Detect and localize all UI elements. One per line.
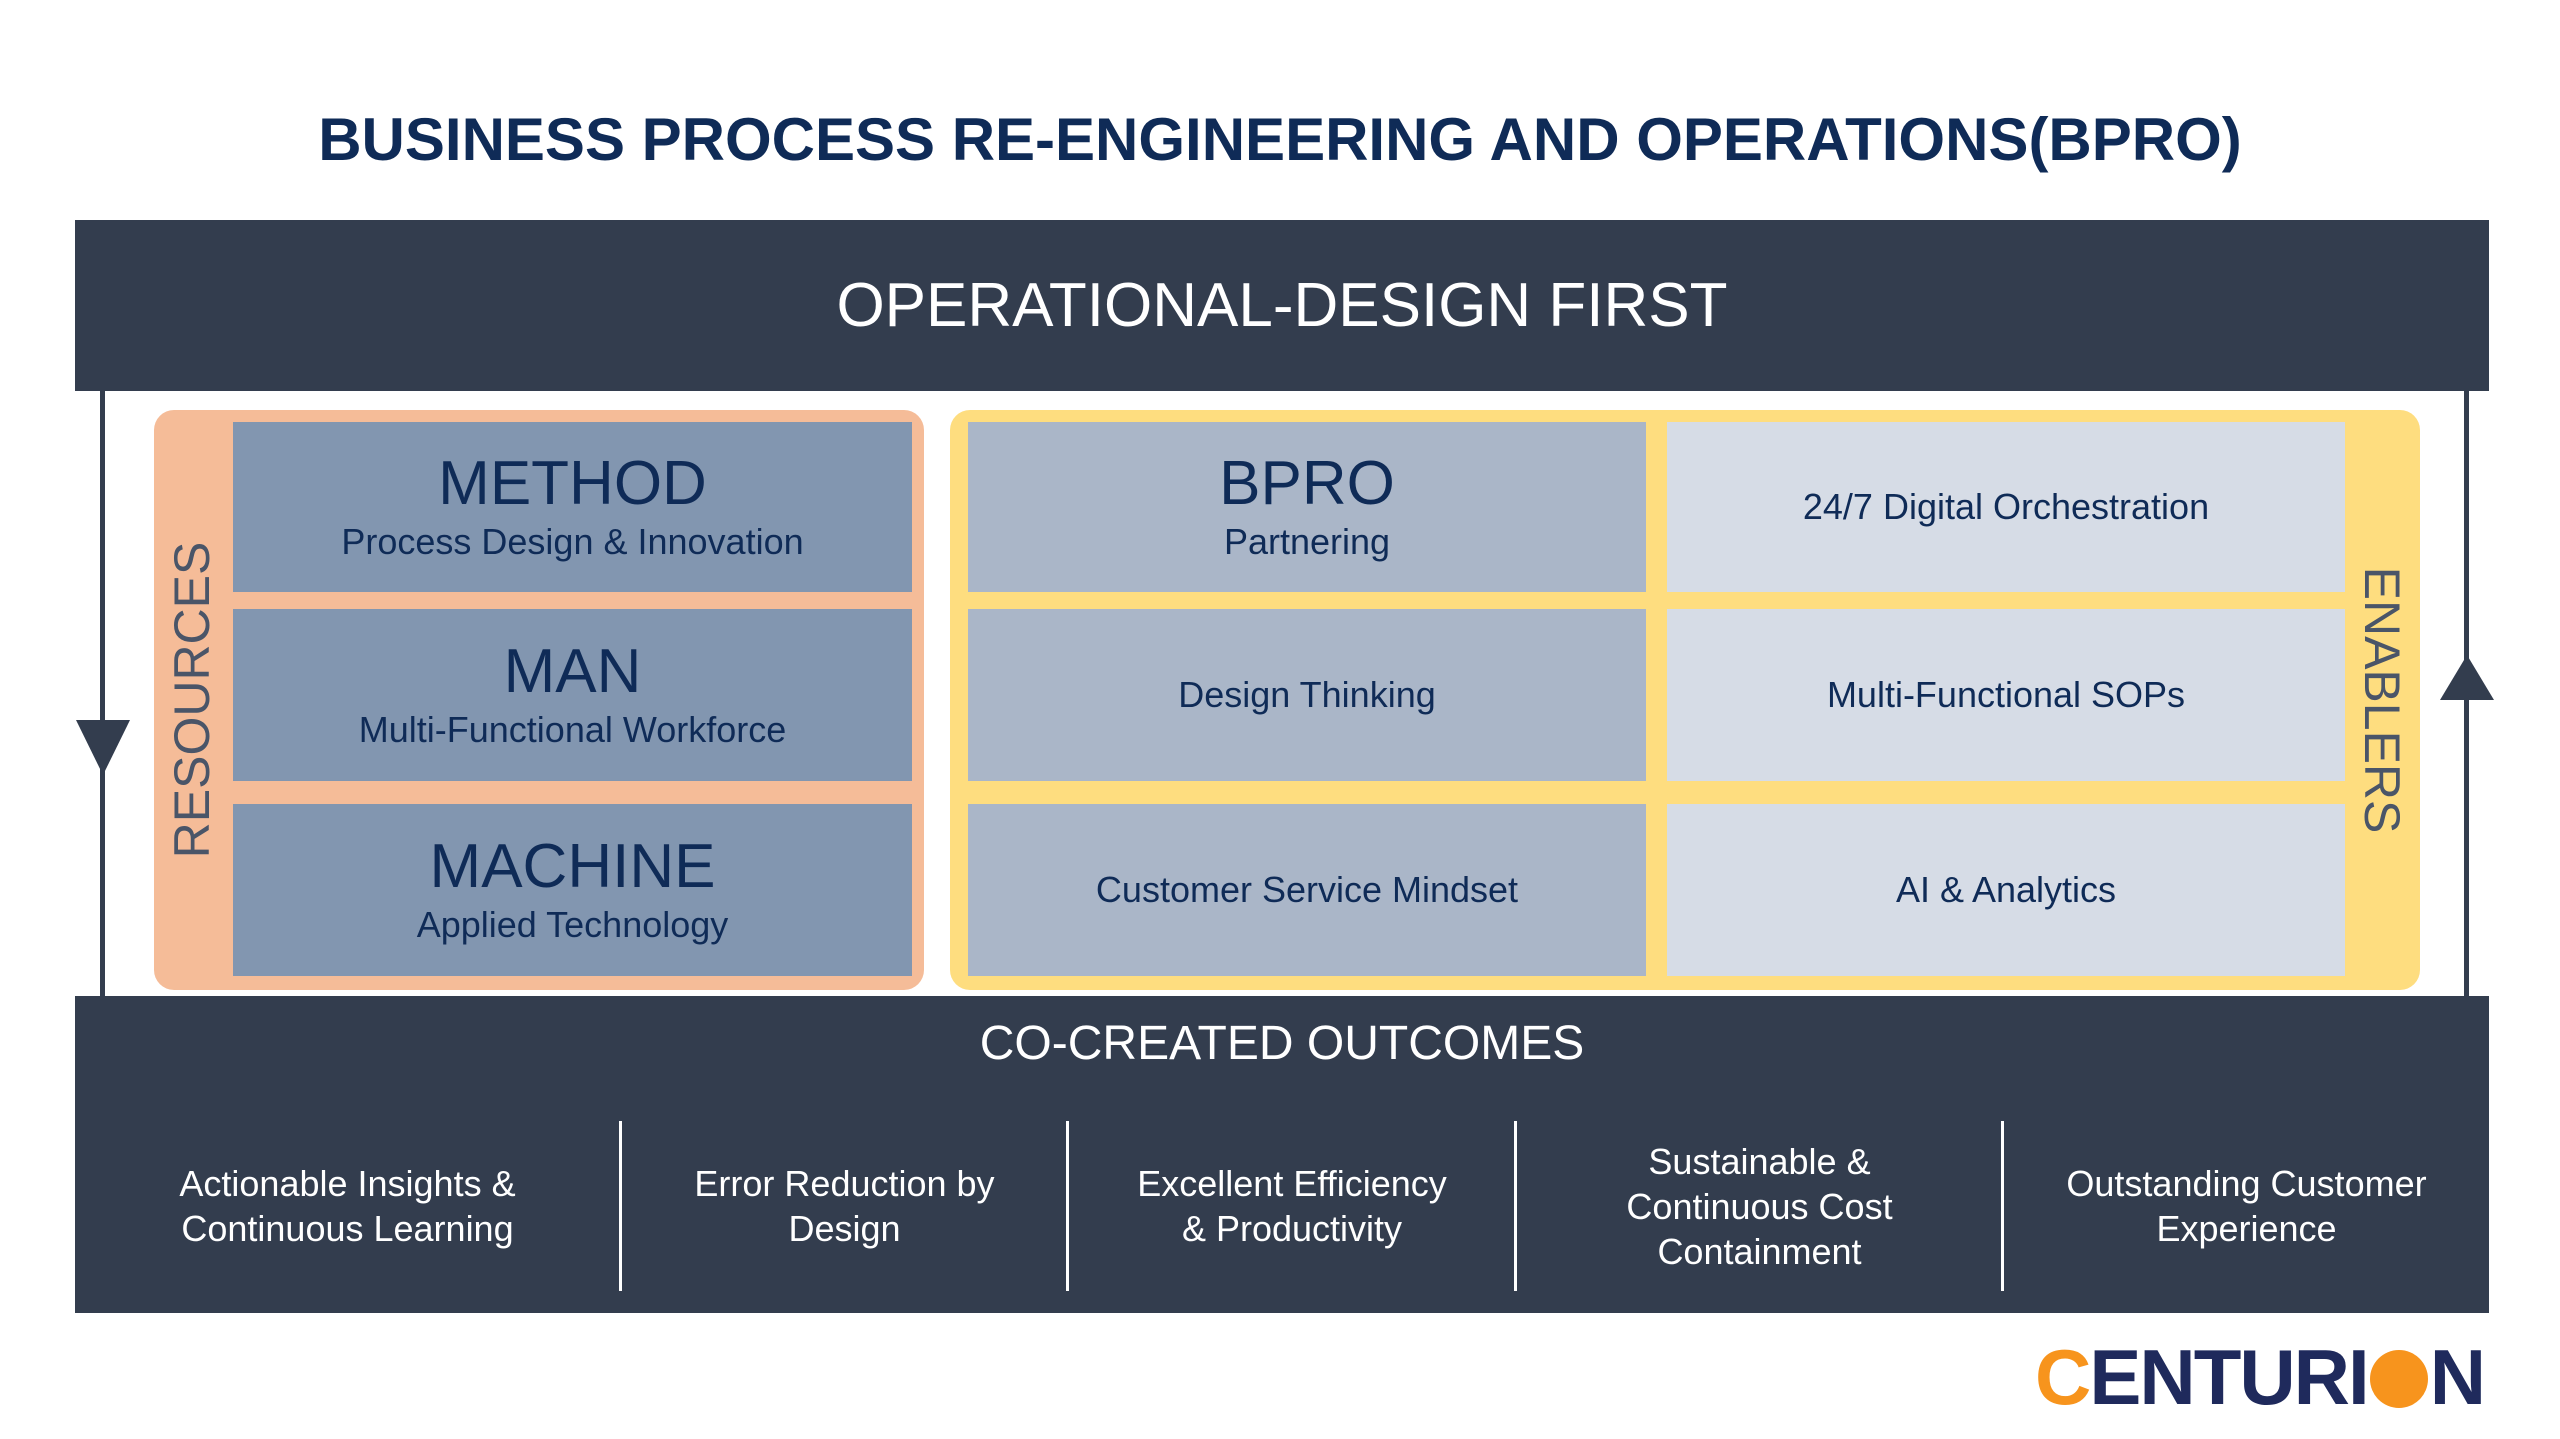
resource-machine: MACHINE Applied Technology (233, 804, 912, 976)
page-title: BUSINESS PROCESS RE-ENGINEERING AND OPER… (318, 106, 2242, 173)
logo-text-end: N (2429, 1333, 2486, 1421)
outcome-item: Sustainable & Continuous Cost Containmen… (1626, 1140, 1893, 1272)
enabler-item: 24/7 Digital Orchestration (1667, 422, 2345, 592)
divider (2001, 1121, 2004, 1291)
enabler-item: Design Thinking (968, 609, 1646, 781)
outcome-item: Excellent Efficiency & Productivity (1137, 1163, 1447, 1249)
left-flow-line (100, 391, 105, 996)
enabler-item: Multi-Functional SOPs (1667, 609, 2345, 781)
handshake-o-icon (2369, 1350, 2428, 1408)
down-arrow-icon (76, 720, 130, 775)
outcomes-panel: CO-CREATED OUTCOMES Actionable Insights … (75, 996, 2489, 1313)
resource-subtitle: Multi-Functional Workforce (358, 708, 787, 750)
resources-label: RESOURCES (164, 541, 220, 859)
divider (1066, 1121, 1069, 1291)
outcome-item: Outstanding Customer Experience (2066, 1163, 2427, 1249)
outcomes-title: CO-CREATED OUTCOMES (979, 1017, 1585, 1070)
divider (1514, 1121, 1517, 1291)
resource-man: MAN Multi-Functional Workforce (233, 609, 912, 781)
resource-method: METHOD Process Design & Innovation (233, 422, 912, 592)
bpro-subtitle: Partnering (1223, 520, 1391, 562)
logo-c: C (2035, 1333, 2091, 1421)
divider (619, 1121, 622, 1291)
logo-text: ENTURI (2089, 1333, 2369, 1421)
top-banner-text: OPERATIONAL-DESIGN FIRST (836, 271, 1728, 340)
enabler-bpro: BPRO Partnering (968, 422, 1646, 592)
outcome-item: Actionable Insights & Continuous Learnin… (179, 1163, 516, 1249)
up-arrow-icon (2440, 655, 2494, 700)
resource-title: METHOD (438, 449, 707, 519)
bpro-title: BPRO (1219, 449, 1395, 519)
resource-title: MAN (503, 637, 642, 707)
centurion-logo: CENTURI N (2035, 1332, 2486, 1423)
resource-subtitle: Process Design & Innovation (341, 520, 804, 562)
outcome-item: Error Reduction by Design (694, 1163, 995, 1249)
enabler-item: Customer Service Mindset (968, 804, 1646, 976)
enablers-label: ENABLERS (2354, 566, 2410, 834)
resource-subtitle: Applied Technology (416, 903, 729, 945)
enabler-item: AI & Analytics (1667, 804, 2345, 976)
resource-title: MACHINE (429, 832, 716, 902)
top-banner: OPERATIONAL-DESIGN FIRST (75, 220, 2489, 391)
